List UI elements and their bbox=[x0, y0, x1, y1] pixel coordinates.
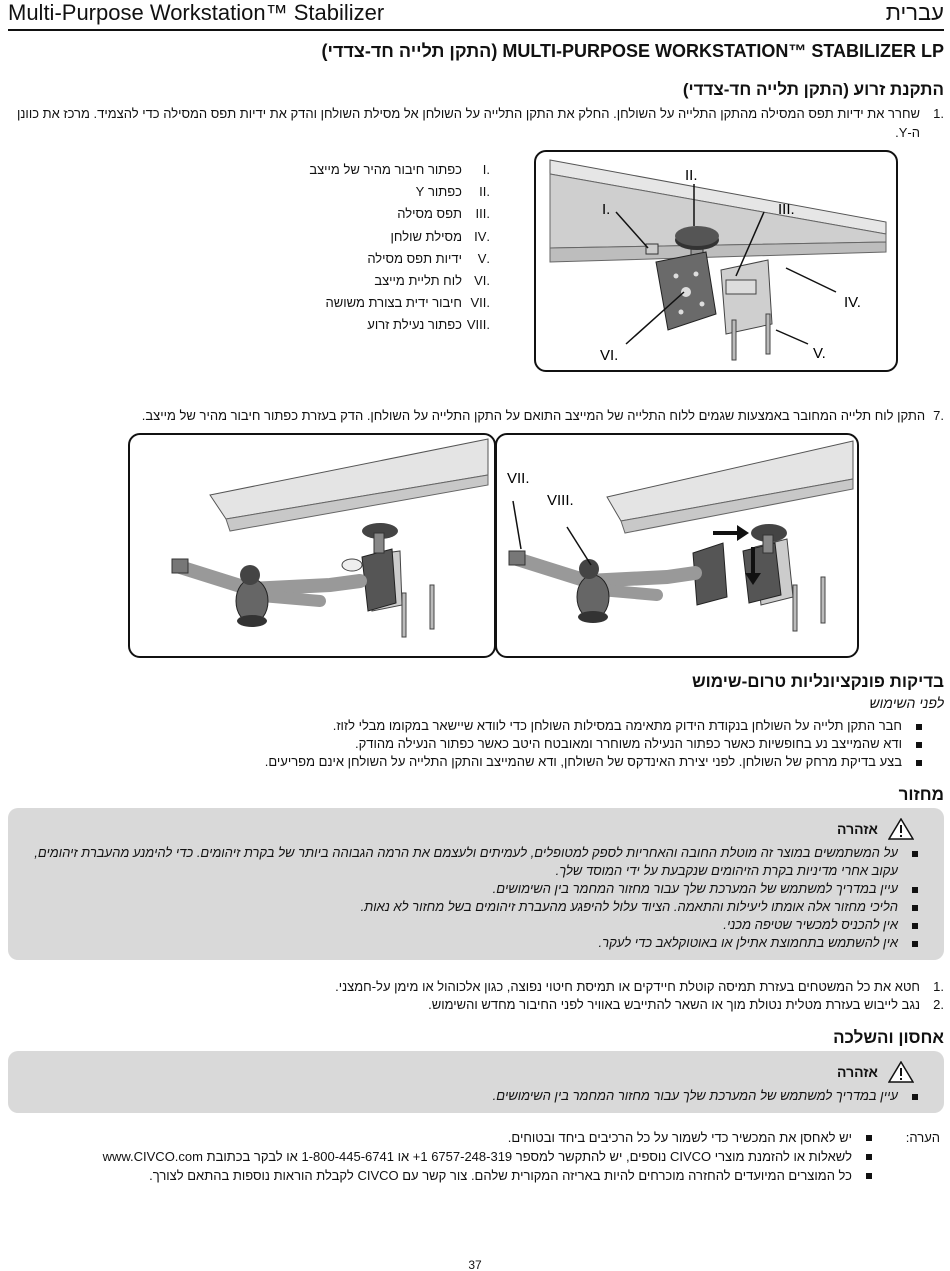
note-item: יש לאחסן את המכשיר כדי לשמור על כל הרכיב… bbox=[76, 1128, 876, 1147]
list-item: בצע בדיקת מרחק של השולחן. לפני יצירת האי… bbox=[26, 753, 926, 771]
warning-list: עיין במדריך למשתמש של המערכת שלך עבור מח… bbox=[12, 1087, 922, 1105]
part-number: .VIII bbox=[466, 317, 490, 333]
table-mount-illustration: I. II. III. IV. V. VI. bbox=[549, 159, 887, 364]
part-number: .II bbox=[479, 184, 490, 200]
step-1: .1 שחרר את ידיות תפס המסילה מהתקן התלייה… bbox=[14, 104, 944, 142]
warning-list: על המשתמשים במוצר זה מוטלת החובה והאחריו… bbox=[12, 844, 922, 952]
warning-item: אין להכניס למכשיר שטיפה מכני. bbox=[12, 916, 922, 934]
fig1-label-iii: III. bbox=[778, 201, 795, 218]
warning-label: אזהרה bbox=[837, 1064, 878, 1080]
part-number: .VII bbox=[470, 295, 490, 311]
list-item: .2 נגב לייבוש בעזרת מטלית נטולת מוך או הש… bbox=[24, 996, 944, 1014]
arm-attach-illustration: VII. VIII. bbox=[507, 440, 854, 632]
warning-box-storage: אזהרה עיין במדריך למשתמש של המערכת שלך ע… bbox=[8, 1051, 944, 1113]
parts-list-item: .III תפס מסילה bbox=[270, 206, 490, 228]
fig2-label-viii: VIII. bbox=[547, 492, 574, 509]
header-title: Multi-Purpose Workstation™ Stabilizer bbox=[8, 0, 385, 25]
warning-triangle-icon bbox=[888, 1061, 914, 1083]
header-language: עברית bbox=[885, 0, 944, 25]
page-number: 37 bbox=[468, 1258, 482, 1271]
note-item: לשאלות או להזמנת מוצרי CIVCO נוספים, יש … bbox=[76, 1147, 876, 1166]
warning-item: אין להשתמש בתחמוצת אתילן או באוטוקלאב כד… bbox=[12, 934, 922, 952]
section-title-reprocessing: מחזור bbox=[898, 785, 944, 804]
part-label: לוח תליית מייצב bbox=[374, 272, 462, 288]
parts-list: .I כפתור חיבור מהיר של מייצב .II כפתור Y .… bbox=[270, 162, 490, 340]
part-label: תפס מסילה bbox=[397, 206, 462, 222]
list-item: .1 חטא את כל המשטחים בעזרת תמיסה קוטלת חי… bbox=[24, 978, 944, 996]
list-item: חבר התקן תלייה על השולחן בנקודת הידוק מת… bbox=[26, 717, 926, 735]
section-subtitle-before-use: לפני השימוש bbox=[869, 695, 944, 711]
part-label: חיבור ידית בצורת משושה bbox=[325, 295, 462, 311]
part-number: .VI bbox=[474, 272, 490, 288]
reprocessing-steps: .1 חטא את כל המשטחים בעזרת תמיסה קוטלת חי… bbox=[24, 978, 944, 1014]
step-text: חטא את כל המשטחים בעזרת תמיסה קוטלת חייד… bbox=[335, 979, 920, 994]
parts-list-item: .VI לוח תליית מייצב bbox=[270, 273, 490, 295]
part-number: .I bbox=[482, 162, 490, 177]
warning-header: אזהרה bbox=[837, 818, 914, 840]
step-7: .7 התקן לוח תלייה המחובר באמצעות שגמים לל… bbox=[142, 406, 944, 425]
part-label: כפתור חיבור מהיר של מייצב bbox=[309, 162, 462, 177]
note-item: כל המוצרים המיועדים להחזרה מוכרחים להיות… bbox=[76, 1166, 876, 1185]
warning-box-reprocessing: אזהרה על המשתמשים במוצר זה מוטלת החובה ו… bbox=[8, 808, 944, 960]
step-text: נגב לייבוש בעזרת מטלית נטולת מוך או השאר… bbox=[428, 997, 920, 1012]
section-title-storage-disposal: אחסון והשלכה bbox=[833, 1028, 944, 1047]
fig1-label-v: V. bbox=[813, 345, 826, 362]
figure-arm-attach: VII. VIII. bbox=[495, 433, 859, 658]
fig2-label-vii: VII. bbox=[507, 470, 530, 487]
step-number: .7 bbox=[933, 408, 944, 423]
warning-triangle-icon bbox=[888, 818, 914, 840]
header-divider bbox=[8, 29, 944, 31]
part-label: ידיות תפס מסילה bbox=[367, 250, 462, 266]
warning-item: עיין במדריך למשתמש של המערכת שלך עבור מח… bbox=[12, 1087, 922, 1105]
figure-table-mount: I. II. III. IV. V. VI. bbox=[534, 150, 898, 372]
step-number: .2 bbox=[933, 997, 944, 1012]
main-title: MULTI-PURPOSE WORKSTATION™ STABILIZER LP… bbox=[321, 41, 944, 61]
part-number: .IV bbox=[474, 228, 490, 244]
functional-checks-list: חבר התקן תלייה על השולחן בנקודת הידוק מת… bbox=[26, 717, 926, 771]
part-number: .V bbox=[477, 250, 490, 266]
fig1-label-iv: IV. bbox=[844, 294, 861, 311]
parts-list-item: .II כפתור Y bbox=[270, 184, 490, 206]
parts-list-item: .IV מסילת שולחן bbox=[270, 229, 490, 251]
step-text: התקן לוח תלייה המחובר באמצעות שגמים ללוח… bbox=[141, 408, 926, 423]
section-title-functional-checks: בדיקות פונקציונליות טרום-שימוש bbox=[691, 672, 944, 691]
warning-header: אזהרה bbox=[837, 1061, 914, 1083]
step-number: .1 bbox=[933, 979, 944, 994]
warning-item: עיין במדריך למשתמש של המערכת שלך עבור מח… bbox=[12, 880, 922, 898]
warning-label: אזהרה bbox=[837, 821, 878, 837]
parts-list-item: .VII חיבור ידית בצורת משושה bbox=[270, 295, 490, 317]
section-title-arm-install: התקנת זרוע (התקן תלייה חד-צדדי) bbox=[682, 80, 944, 99]
step-text: שחרר את ידיות תפס המסילה מהתקן התלייה על… bbox=[17, 106, 920, 140]
part-number: .III bbox=[475, 206, 490, 222]
note-list: יש לאחסן את המכשיר כדי לשמור על כל הרכיב… bbox=[76, 1128, 876, 1185]
step-number: .1 bbox=[933, 106, 944, 121]
fig1-label-i: I. bbox=[602, 201, 610, 218]
note-label: הערה: bbox=[905, 1130, 940, 1145]
figure-arm-mounted bbox=[128, 433, 496, 658]
part-label: כפתור Y bbox=[415, 184, 462, 200]
warning-item: על המשתמשים במוצר זה מוטלת החובה והאחריו… bbox=[12, 844, 922, 880]
arm-mounted-illustration bbox=[171, 438, 489, 638]
warning-item: הליכי מחזור אלה אומתו ליעילות והתאמה. הצ… bbox=[12, 898, 922, 916]
part-label: מסילת שולחן bbox=[390, 228, 462, 244]
part-label: כפתור נעילת זרוע bbox=[367, 317, 462, 333]
parts-list-item: .I כפתור חיבור מהיר של מייצב bbox=[270, 162, 490, 184]
list-item: ודא שהמייצב נע בחופשיות כאשר כפתור הנעיל… bbox=[26, 735, 926, 753]
fig1-label-vi: VI. bbox=[600, 347, 618, 364]
parts-list-item: .V ידיות תפס מסילה bbox=[270, 251, 490, 273]
fig1-label-ii: II. bbox=[685, 167, 698, 184]
